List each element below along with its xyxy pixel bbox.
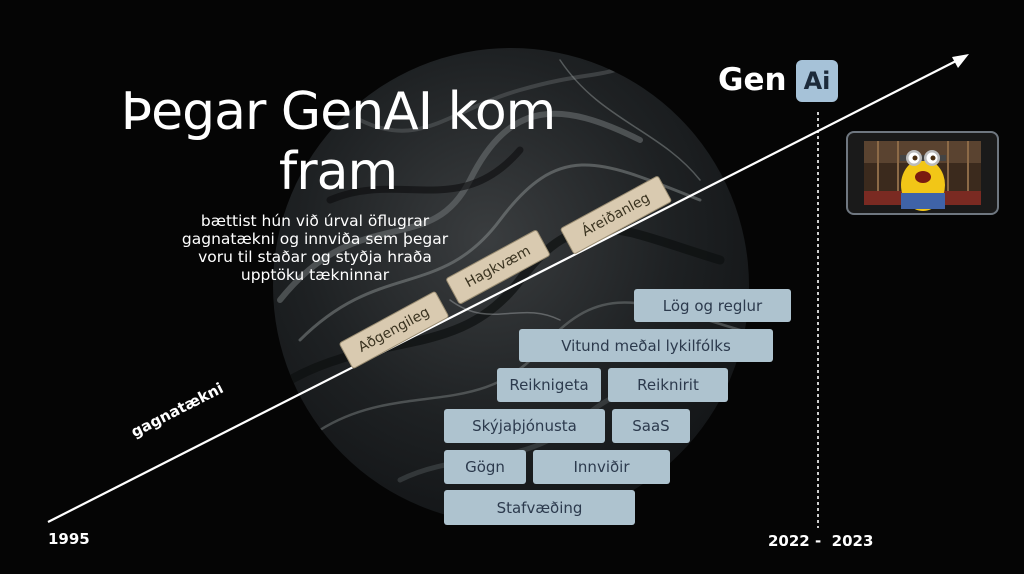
year-end-label: 2022 - 2023: [768, 532, 874, 550]
ai-badge: Ai: [796, 60, 838, 102]
year-start-label: 1995: [48, 530, 90, 548]
slide-title: Þegar GenAI kom fram: [58, 82, 618, 202]
block-algorithms: Reiknirit: [608, 368, 728, 402]
block-data: Gögn: [444, 450, 526, 484]
block-leadership-awareness: Vitund meðal lykilfólks: [519, 329, 773, 362]
block-infrastructure: Innviðir: [533, 450, 670, 484]
slide-subtitle: bættist hún við úrval öflugrar gagnatækn…: [165, 212, 465, 284]
minion-thumbnail-icon: [864, 141, 981, 211]
subtitle-line: voru til staðar og styðja hraða: [198, 248, 432, 266]
video-thumbnail[interactable]: [846, 131, 999, 215]
block-digitization: Stafvæðing: [444, 490, 635, 525]
subtitle-line: upptöku tækninnar: [240, 266, 390, 284]
block-saas: SaaS: [612, 409, 690, 443]
subtitle-line: bættist hún við úrval öflugrar: [200, 212, 430, 230]
block-regulations: Lög og reglur: [634, 289, 791, 322]
gen-label: Gen: [718, 62, 787, 98]
block-cloud-services: Skýjaþjónusta: [444, 409, 605, 443]
title-line-2: fram: [278, 142, 398, 202]
title-line-1: Þegar GenAI kom: [120, 82, 557, 142]
subtitle-line: gagnatækni og innviða sem þegar: [181, 230, 449, 248]
block-compute: Reiknigeta: [497, 368, 601, 402]
